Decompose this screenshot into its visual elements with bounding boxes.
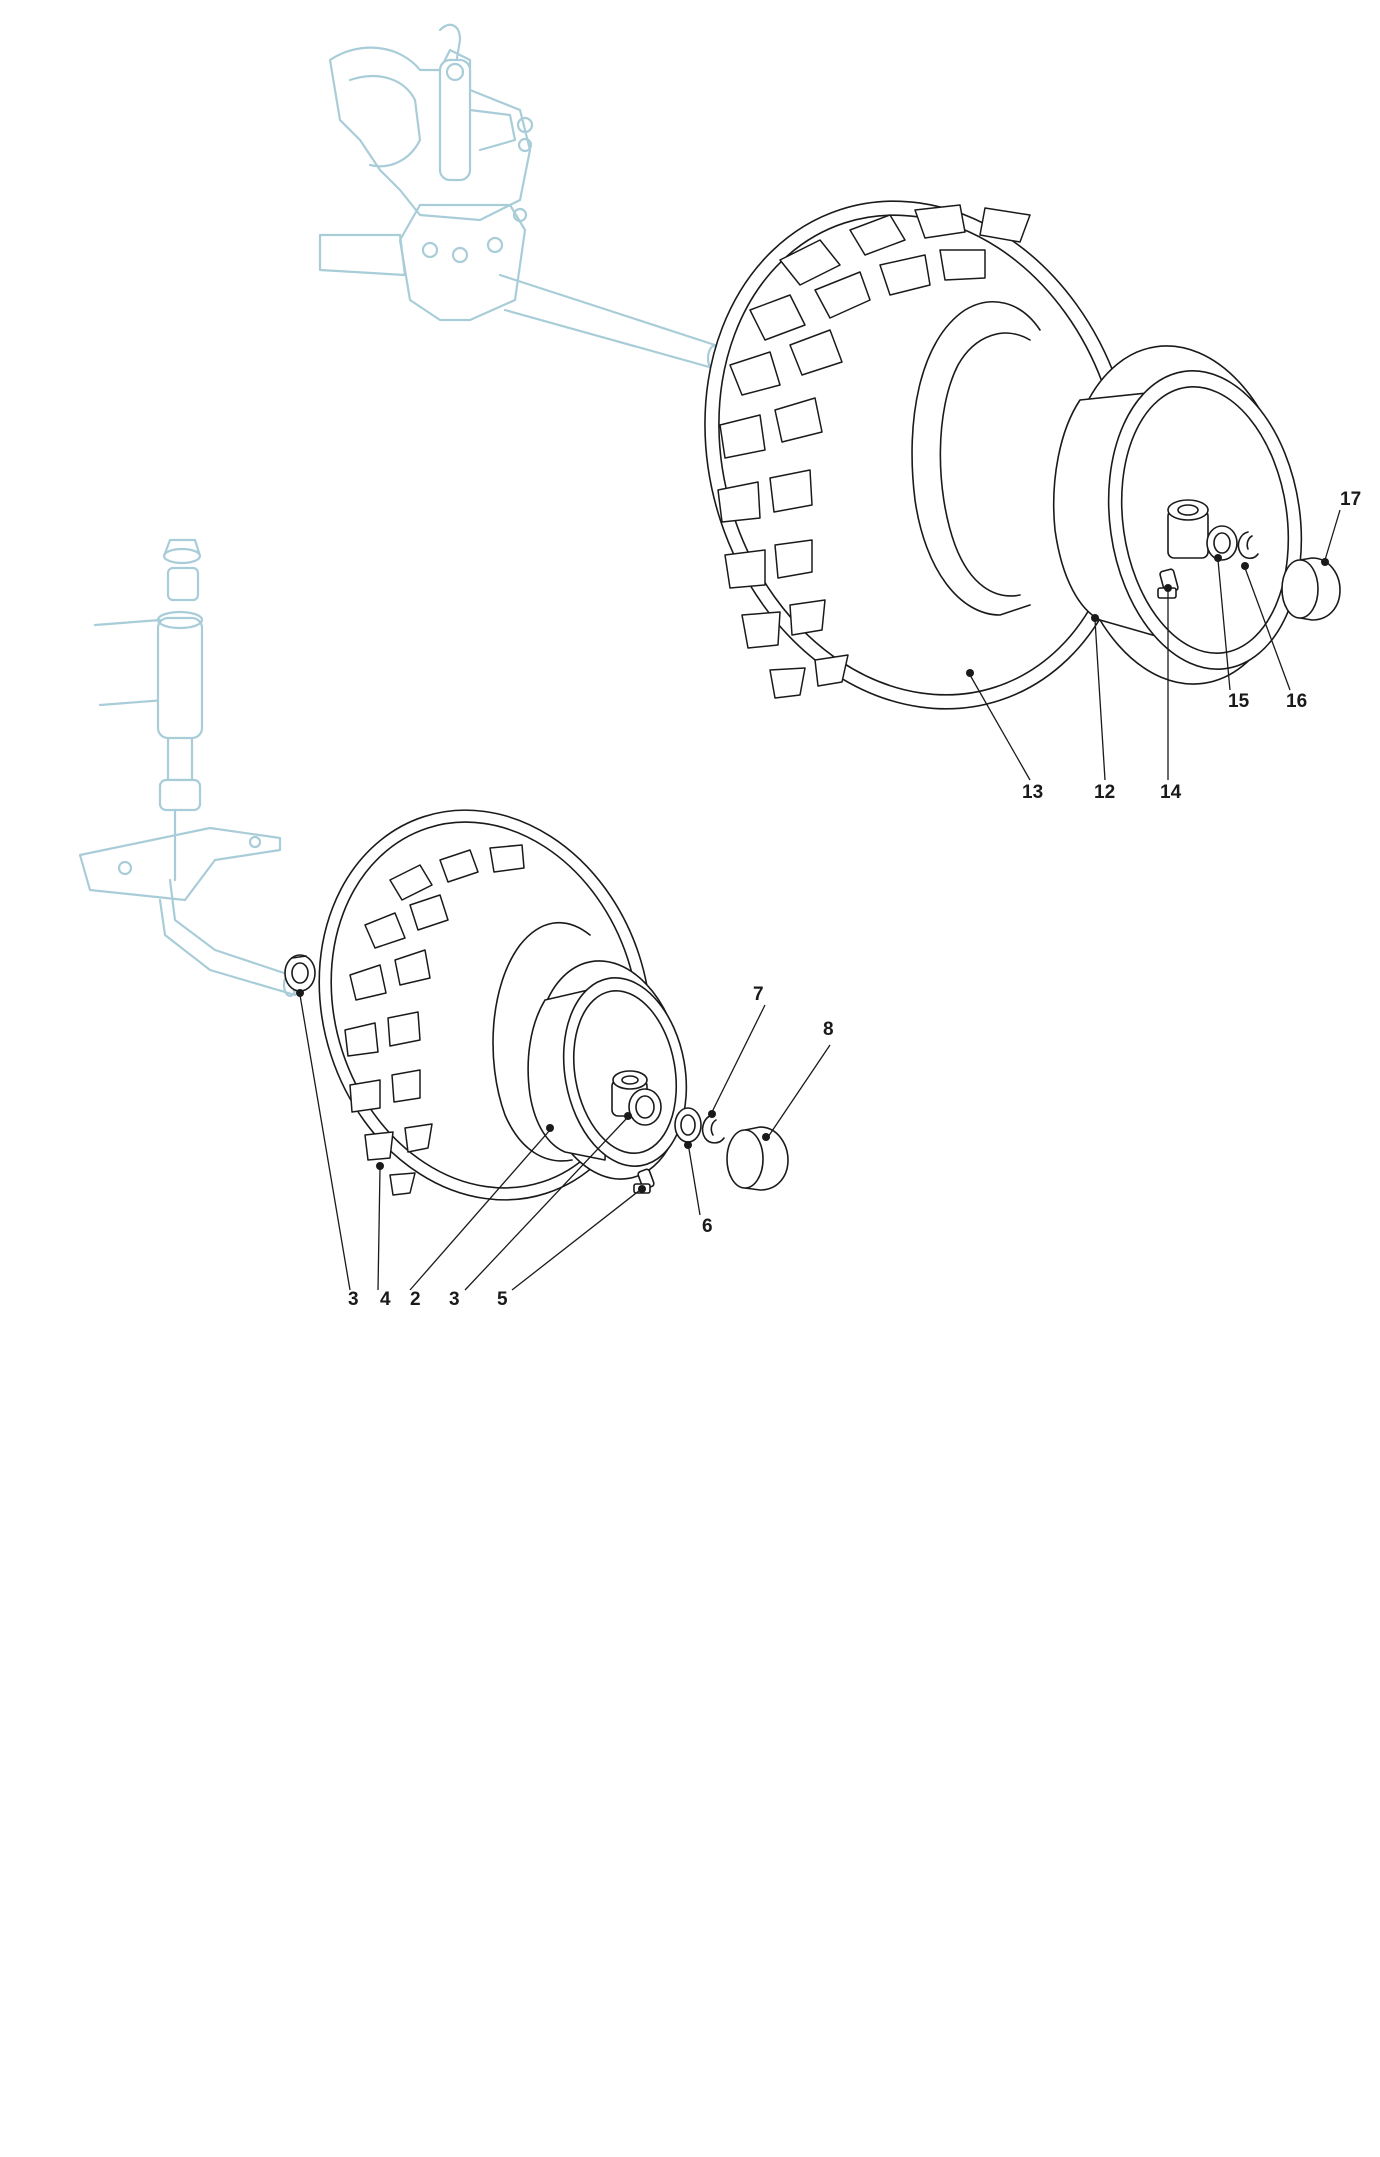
callout-15: 15 [1228, 691, 1250, 712]
rear-circlip [1237, 531, 1259, 560]
callout-6: 6 [702, 1216, 713, 1237]
callout-17: 17 [1340, 489, 1361, 510]
front-axle-context [78, 538, 298, 998]
front-circlip [701, 1114, 725, 1144]
callout-4: 4 [380, 1289, 391, 1310]
rear-hub-cap [1281, 557, 1341, 621]
callout-12: 12 [1094, 782, 1115, 803]
callout-7: 7 [753, 984, 764, 1005]
leader-lines [296, 509, 1341, 1291]
callout-labels: 17 16 15 14 12 13 7 8 6 5 3 2 4 3 [348, 489, 1361, 1310]
transaxle-context [318, 23, 726, 373]
callout-3a: 3 [348, 1289, 359, 1310]
callout-2: 2 [410, 1289, 421, 1310]
rear-tire-tread [717, 204, 1031, 699]
front-bushing [284, 954, 316, 992]
front-tire-tread [344, 844, 525, 1196]
callout-16: 16 [1286, 691, 1307, 712]
callout-14: 14 [1160, 782, 1182, 803]
rear-rim [1052, 345, 1303, 685]
front-washer [674, 1107, 702, 1143]
callout-5: 5 [497, 1289, 508, 1310]
front-hub-cap [726, 1126, 789, 1191]
front-rim [527, 960, 688, 1180]
rear-washer [1206, 525, 1238, 561]
callout-8: 8 [823, 1019, 834, 1040]
callout-3b: 3 [449, 1289, 460, 1310]
rear-tire [704, 200, 1136, 710]
callout-13: 13 [1022, 782, 1043, 803]
